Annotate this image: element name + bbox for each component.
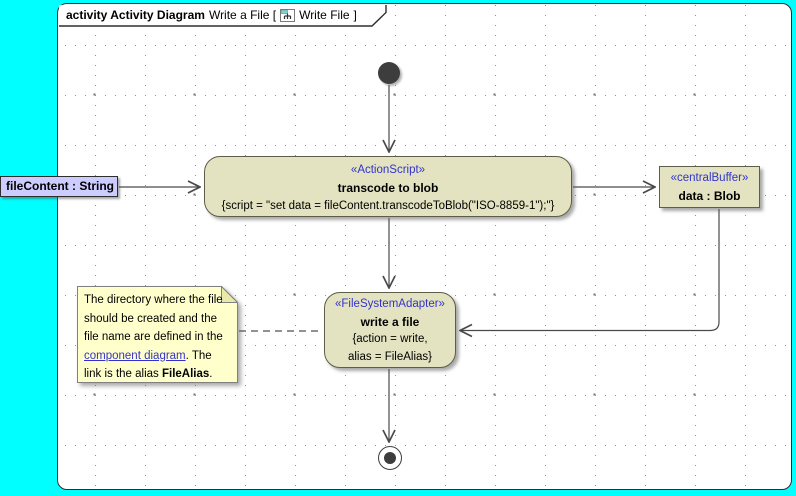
parameter-label: fileContent : String (6, 179, 114, 193)
action-transcode-stereotype: «ActionScript» (350, 164, 426, 176)
note-text: The directory where the file should be c… (84, 291, 232, 384)
frame-title: activity Activity Diagram Write a File [… (66, 7, 357, 23)
action-write-name: write a file (360, 314, 420, 329)
frame-bracket-close: ] (353, 8, 357, 22)
frame-name-tab[interactable] (59, 5, 386, 26)
diagram-canvas[interactable] (57, 3, 792, 490)
central-buffer-data-blob[interactable]: «centralBuffer» data : Blob (659, 166, 760, 208)
frame-diagram-ref: Write File (299, 8, 350, 22)
frame-tab-outline (59, 5, 387, 27)
action-write-body-1: {action = write, (352, 333, 428, 345)
action-transcode-to-blob[interactable]: «ActionScript» transcode to blob {script… (204, 156, 572, 217)
action-write-body-2: alias = FileAlias} (347, 350, 433, 363)
central-buffer-stereotype: «centralBuffer» (670, 172, 749, 184)
activity-final-node[interactable] (378, 446, 402, 470)
frame-diagram-name: Write a File [ (208, 8, 277, 22)
action-write-a-file[interactable]: «FileSystemAdapter» write a file {action… (324, 292, 456, 368)
note-text-part3: . (209, 368, 213, 381)
activity-diagram-icon (280, 8, 296, 22)
action-transcode-script: {script = "set data = fileContent.transc… (221, 200, 555, 212)
frame-kind-label: activity Activity Diagram (66, 8, 205, 22)
note-text-part1: The directory where the file should be c… (84, 294, 223, 344)
note-shape (77, 286, 238, 383)
note-text-part2: . The link is the alias (84, 349, 212, 381)
edge-buffer-to-write[interactable] (460, 209, 720, 331)
initial-node[interactable] (378, 62, 400, 84)
note-filealias-bold: FileAlias (161, 368, 210, 381)
action-write-stereotype: «FileSystemAdapter» (335, 298, 445, 310)
parameter-node-filecontent[interactable]: fileContent : String (0, 176, 118, 197)
note-component-diagram-link[interactable]: component diagram (84, 349, 186, 362)
central-buffer-name: data : Blob (678, 188, 741, 203)
note[interactable]: The directory where the file should be c… (77, 286, 238, 383)
action-transcode-name: transcode to blob (337, 181, 439, 195)
